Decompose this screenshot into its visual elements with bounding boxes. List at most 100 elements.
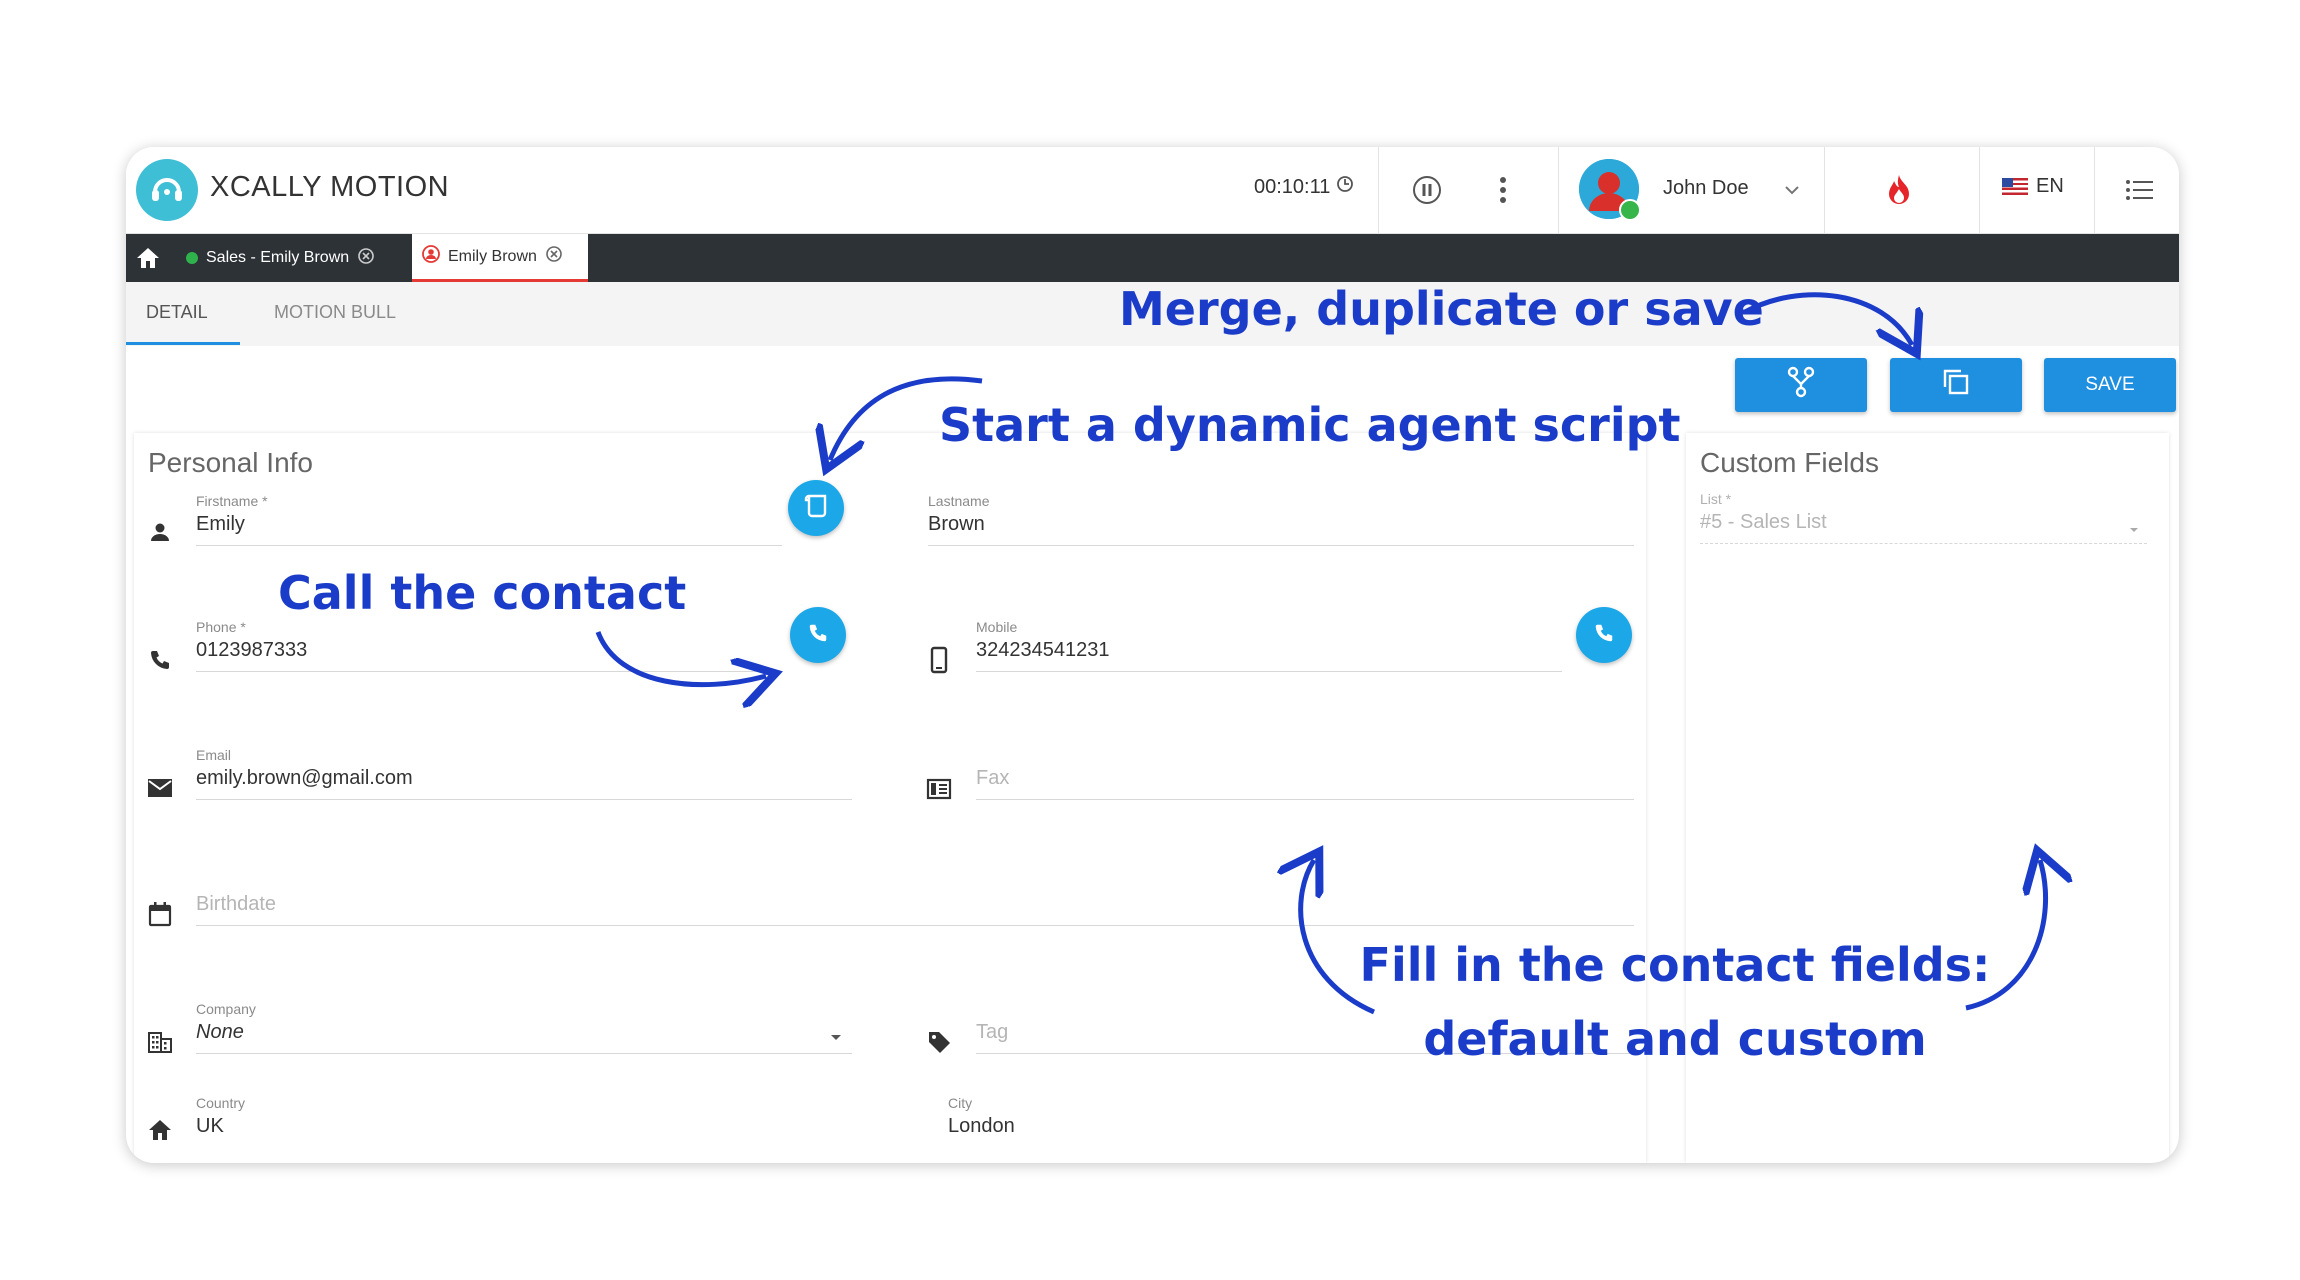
top-bar: XCALLY MOTION 00:10:11 John Doe (126, 147, 2179, 234)
arrow-to-fields-left (1301, 860, 1376, 1015)
arrow-to-script (830, 376, 983, 460)
start-script-button[interactable] (788, 480, 844, 536)
country-value[interactable]: UK (196, 1115, 224, 1137)
firstname-label: Firstname * (196, 493, 268, 509)
separator (1824, 147, 1825, 233)
city-value[interactable]: London (948, 1115, 1015, 1137)
company-value[interactable]: None (196, 1021, 244, 1043)
company-label: Company (196, 1001, 256, 1017)
list-label: List * (1700, 491, 1732, 507)
email-icon (145, 773, 175, 803)
field-underline (928, 545, 1634, 546)
list-value[interactable]: #5 - Sales List (1700, 511, 1827, 533)
pause-icon[interactable] (1406, 169, 1448, 211)
company-icon (145, 1027, 175, 1057)
timer-value: 00:10:11 (1254, 175, 1331, 198)
app-name: XCALLY MOTION (210, 171, 450, 203)
mobile-label: Mobile (976, 619, 1018, 635)
annotation-merge: Merge, duplicate or save (1119, 282, 1764, 336)
panel-title: Personal Info (148, 447, 313, 478)
user-avatar[interactable] (1579, 159, 1641, 221)
chevron-down-icon[interactable] (1771, 169, 1813, 211)
tab-sales-emily-brown[interactable]: Sales - Emily Brown (176, 234, 398, 282)
language-selector[interactable]: EN (2002, 175, 2064, 198)
tab-label: Sales - Emily Brown (206, 249, 350, 266)
menu-list-icon[interactable] (2119, 169, 2161, 211)
flag-us-icon (2002, 178, 2028, 195)
mobile-value[interactable]: 324234541231 (976, 639, 1110, 661)
lastname-label: Lastname (928, 493, 990, 509)
country-label: Country (196, 1095, 246, 1111)
clock-icon (1336, 175, 1354, 199)
fax-icon (924, 773, 954, 803)
more-vert-icon[interactable] (1482, 169, 1524, 211)
field-underline (976, 799, 1634, 800)
close-circle-icon[interactable] (545, 245, 563, 268)
arrow-to-call (595, 631, 766, 685)
tag-icon (924, 1027, 954, 1057)
personal-info-panel: Personal Info Firstname * Emily Lastname… (134, 433, 1646, 1163)
dropdown-arrow-icon[interactable] (2129, 521, 2139, 539)
separator (1979, 147, 1980, 233)
email-value[interactable]: emily.brown@gmail.com (196, 767, 413, 789)
custom-fields-panel: Custom Fields List * #5 - Sales List (1686, 433, 2169, 1163)
panel-title: Custom Fields (1700, 447, 1879, 478)
phone-icon (807, 622, 829, 649)
call-mobile-button[interactable] (1576, 607, 1632, 663)
home-icon (145, 1115, 175, 1145)
birthdate-placeholder[interactable]: Birthdate (196, 893, 277, 915)
merge-icon (1786, 366, 1816, 404)
tab-emily-brown[interactable]: Emily Brown (412, 234, 588, 282)
calendar-icon (145, 899, 175, 929)
detail-subtabs: DETAIL MOTION BULL (126, 282, 2179, 346)
lastname-value[interactable]: Brown (928, 513, 985, 535)
field-underline (196, 799, 852, 800)
separator (2094, 147, 2095, 233)
contact-person-icon (422, 245, 440, 268)
field-underline (196, 1053, 852, 1054)
user-name[interactable]: John Doe (1663, 177, 1749, 199)
tag-placeholder[interactable]: Tag (976, 1021, 1009, 1043)
close-circle-icon[interactable] (357, 247, 375, 270)
language-label: EN (2036, 175, 2064, 197)
field-underline (196, 671, 782, 672)
person-icon (145, 517, 175, 547)
field-underline (1700, 543, 2147, 545)
duplicate-icon (1941, 367, 1971, 403)
arrow-to-fields-right (1965, 860, 2046, 1011)
field-underline (196, 925, 1634, 926)
annotation-fill-line1: Fill in the contact fields: (1359, 938, 1991, 992)
annotation-fill-line2: default and custom (1423, 1012, 1927, 1066)
phone-icon (1593, 622, 1615, 649)
merge-button[interactable] (1735, 358, 1867, 412)
tab-label: Emily Brown (448, 247, 537, 265)
firstname-value[interactable]: Emily (196, 513, 245, 535)
email-label: Email (196, 747, 232, 763)
mobile-icon (924, 645, 954, 675)
dropdown-arrow-icon[interactable] (830, 1029, 842, 1047)
annotation-call: Call the contact (278, 566, 687, 620)
phone-icon (145, 645, 175, 675)
app-window: XCALLY MOTION 00:10:11 John Doe (126, 147, 2179, 1163)
home-icon[interactable] (126, 234, 170, 282)
save-button[interactable]: SAVE (2044, 358, 2176, 412)
call-timer: 00:10:11 (1254, 175, 1354, 199)
field-underline (976, 1053, 1634, 1054)
tab-motion-bull[interactable]: MOTION BULL (274, 302, 397, 322)
script-icon (801, 491, 831, 526)
phone-value[interactable]: 0123987333 (196, 639, 308, 661)
fax-placeholder[interactable]: Fax (976, 767, 1010, 789)
annotation-script: Start a dynamic agent script (939, 398, 1681, 452)
field-underline (976, 671, 1562, 672)
separator (1558, 147, 1559, 233)
arrow-to-duplicate (1743, 292, 1912, 345)
online-status-badge (1619, 199, 1641, 221)
call-phone-button[interactable] (790, 607, 846, 663)
fire-icon[interactable] (1878, 169, 1920, 211)
interaction-tabs: Sales - Emily Brown Emily Brown (126, 234, 2179, 282)
city-label: City (948, 1095, 973, 1111)
tab-detail[interactable]: DETAIL (146, 302, 208, 322)
logo-headset-icon (136, 159, 198, 221)
duplicate-button[interactable] (1890, 358, 2022, 412)
